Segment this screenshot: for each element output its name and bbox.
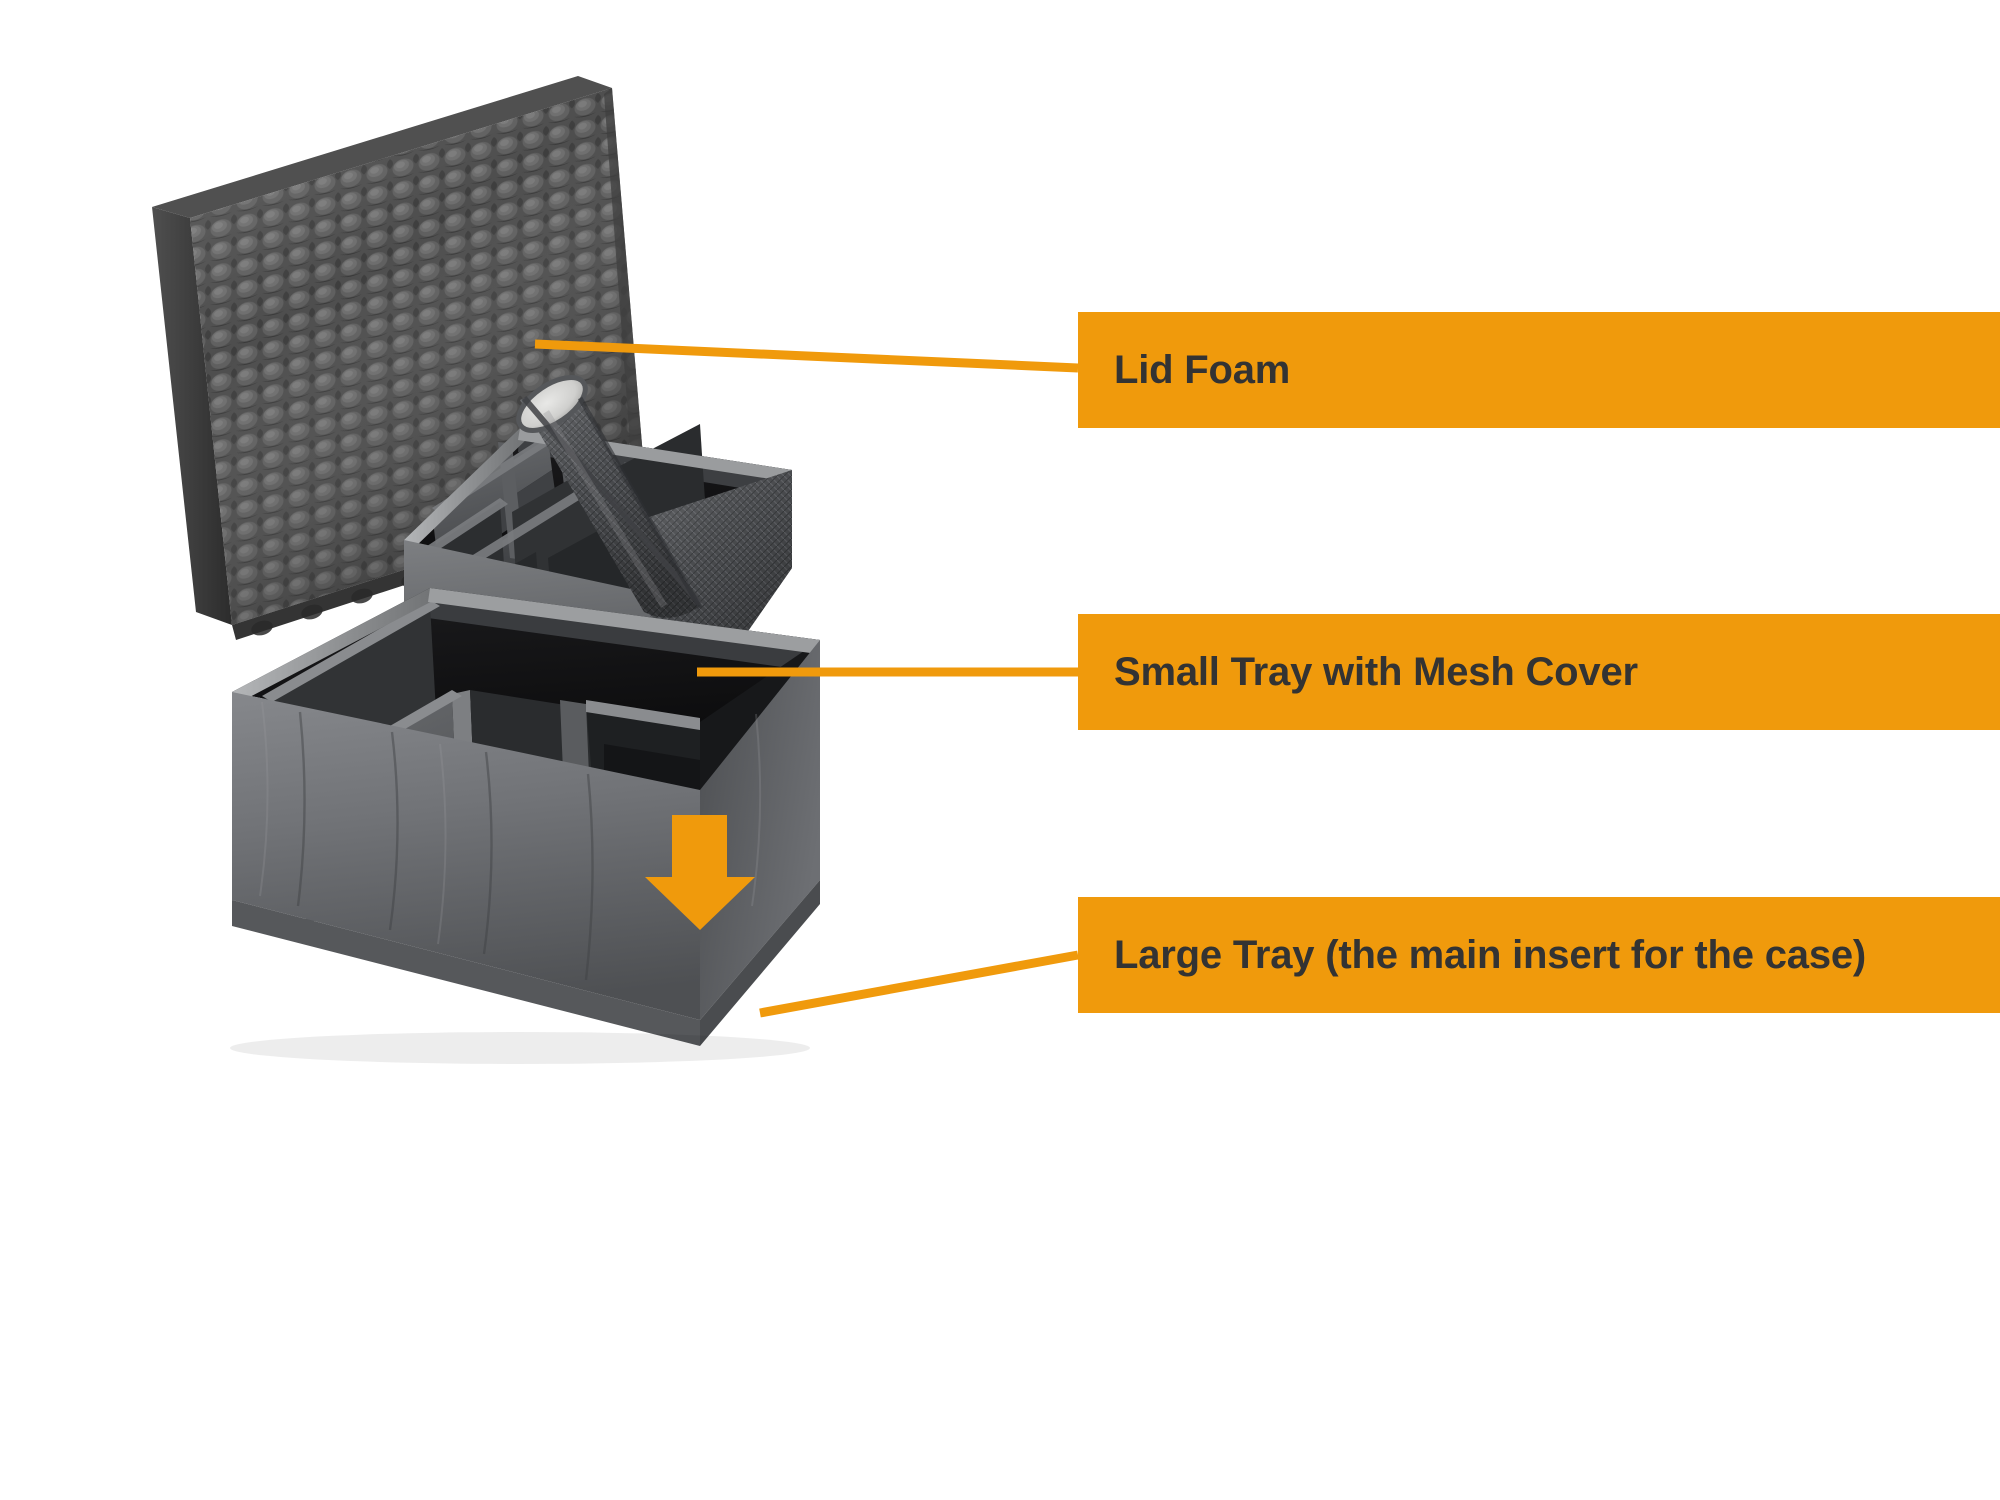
large-tray-graphic — [230, 588, 820, 1064]
assembly-arrow-icon — [645, 815, 755, 930]
small-tray-graphic — [404, 375, 792, 732]
callout-band-lid-foam: Lid Foam — [1078, 312, 2000, 428]
callout-band-small-tray: Small Tray with Mesh Cover — [1078, 614, 2000, 730]
callout-label-large-tray: Large Tray (the main insert for the case… — [1114, 932, 1867, 977]
callout-band-large-tray: Large Tray (the main insert for the case… — [1078, 897, 2000, 1013]
leader-line-lid-foam — [534, 339, 1079, 373]
callout-label-lid-foam: Lid Foam — [1114, 347, 1291, 392]
callout-leader-lines — [534, 339, 1079, 1018]
callout-label-small-tray: Small Tray with Mesh Cover — [1114, 649, 1638, 694]
leader-line-large-tray — [759, 950, 1079, 1018]
